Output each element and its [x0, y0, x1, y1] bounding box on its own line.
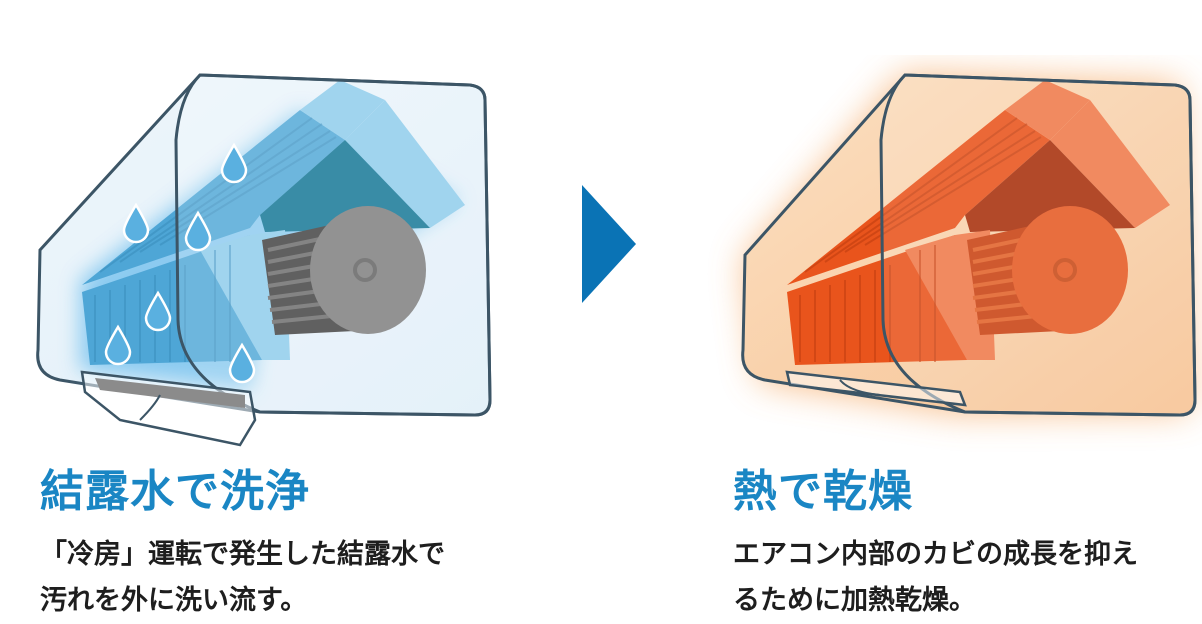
louver	[785, 370, 967, 407]
dry-title: 熱で乾燥	[733, 466, 913, 517]
drop-icon	[144, 290, 172, 332]
dry-desc-line2: るために加熱乾燥。	[733, 585, 976, 616]
aircon-dry-illustration	[741, 73, 1197, 417]
shell-front	[879, 73, 1197, 417]
fin-top-cap	[1005, 80, 1090, 140]
fan-hub	[353, 258, 377, 282]
dry-desc-line1: エアコン内部のカビの成長を抑え	[733, 539, 1138, 570]
drop-icon	[184, 210, 212, 252]
fin-stripes-front	[799, 245, 936, 362]
fin-stripes-front	[94, 245, 231, 362]
drop-icon	[228, 342, 256, 384]
fan-end	[310, 206, 426, 334]
triangle-right-icon	[582, 185, 636, 303]
wash-description: 「冷房」運転で発生した結露水で 汚れを外に洗い流す。	[40, 532, 445, 624]
panel-wash: 結露水で洗浄 「冷房」運転で発生した結露水で 汚れを外に洗い流す。	[0, 0, 560, 621]
fin-right-cap	[1050, 100, 1170, 228]
fin-inner-shadow	[260, 140, 430, 232]
aircon-wash-illustration	[36, 73, 492, 447]
drop-icon	[104, 324, 132, 366]
wash-desc-line2: 汚れを外に洗い流す。	[40, 585, 308, 616]
wash-title: 結露水で洗浄	[40, 466, 310, 517]
wash-desc-line1: 「冷房」運転で発生した結露水で	[40, 539, 445, 570]
water-drops	[104, 142, 256, 384]
panel-dry: 熱で乾燥 エアコン内部のカビの成長を抑え るために加熱乾燥。	[700, 0, 1202, 621]
fan-end	[1012, 206, 1128, 334]
fan-hub	[1053, 258, 1077, 282]
fin-right-cap	[345, 100, 465, 228]
vent	[95, 378, 245, 408]
shell-front	[174, 73, 492, 417]
fin-top-cap	[300, 80, 385, 140]
fin-stripes-top	[804, 117, 1042, 273]
dry-description: エアコン内部のカビの成長を抑え るために加熱乾燥。	[733, 532, 1138, 624]
drop-icon	[122, 202, 150, 244]
drop-icon	[220, 142, 248, 184]
fin-inner-shadow	[965, 140, 1135, 232]
